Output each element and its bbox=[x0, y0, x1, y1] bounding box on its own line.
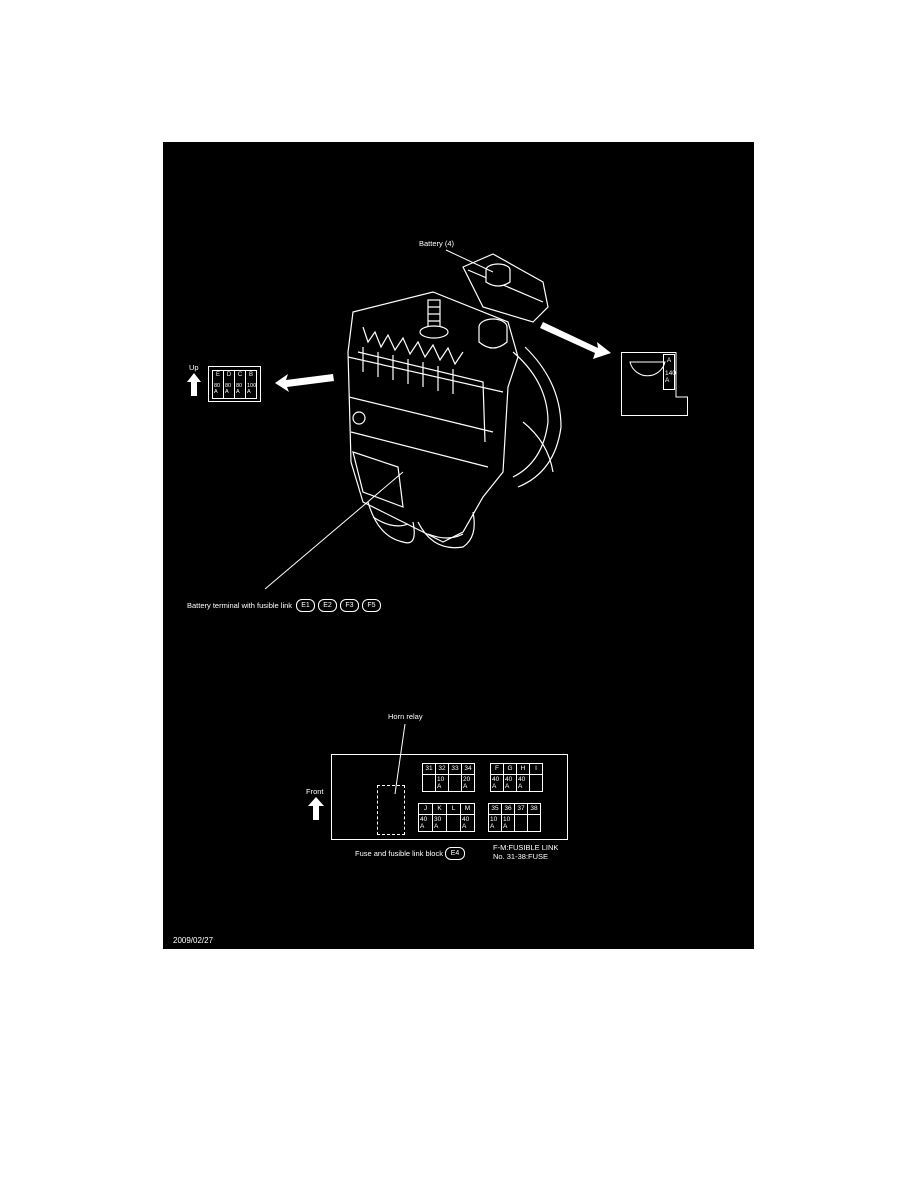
terminal-separator: , bbox=[335, 601, 338, 610]
slot-label: K bbox=[433, 804, 446, 815]
front-arrow-icon bbox=[308, 797, 324, 820]
slot-label: I bbox=[530, 764, 542, 775]
right-link-cell-a: A 140 A bbox=[663, 354, 676, 390]
slot-rating: 20 A bbox=[463, 776, 471, 790]
left-link-header: B bbox=[248, 372, 253, 378]
fuse-slot: 33 bbox=[448, 763, 462, 792]
slot-label: F bbox=[491, 764, 503, 775]
slot-label: 38 bbox=[528, 804, 540, 815]
left-link-header: E bbox=[215, 372, 220, 378]
slot-label: 37 bbox=[515, 804, 527, 815]
slot-label: L bbox=[447, 804, 460, 815]
terminal-connector-f3: F3 bbox=[340, 599, 359, 612]
battery-label: Battery (4) bbox=[419, 239, 455, 248]
slot-rating: 40 A bbox=[505, 776, 513, 790]
slot-rating: 10 A bbox=[490, 816, 498, 830]
slot-rating: 10 A bbox=[437, 776, 445, 790]
slot-rating: 40 A bbox=[420, 816, 428, 830]
terminal-connector-f5: F5 bbox=[362, 599, 381, 612]
slot-label: H bbox=[517, 764, 529, 775]
fusible-link-slot: I bbox=[529, 763, 543, 792]
slot-label: 31 bbox=[423, 764, 435, 775]
fuse-block-label: Fuse and fusible link block bbox=[355, 849, 443, 858]
up-arrow-icon bbox=[187, 373, 201, 396]
fuse-slot: 31 bbox=[422, 763, 436, 792]
right-fusible-link-block: A 140 A bbox=[621, 352, 688, 416]
slot-rating: 10 A bbox=[503, 816, 511, 830]
slot-rating: 40 A bbox=[518, 776, 526, 790]
right-link-rating: 140 A bbox=[665, 370, 676, 384]
slot-label: M bbox=[461, 804, 474, 815]
terminal-connector-e2: E2 bbox=[318, 599, 337, 612]
slot-label: 33 bbox=[449, 764, 461, 775]
diagram-panel: Battery (4) Up E 80 A D 80 A C 80 A B 100 A A 1… bbox=[163, 142, 754, 949]
fuse-note-fuse: No. 31-38:FUSE bbox=[493, 852, 549, 861]
slot-rating: 40 A bbox=[492, 776, 500, 790]
fuse-block-connector: E4 bbox=[445, 847, 465, 860]
battery-illustration bbox=[264, 249, 611, 795]
fusible-link-slot: L bbox=[446, 803, 461, 832]
up-label: Up bbox=[189, 363, 199, 372]
left-link-header: D bbox=[226, 372, 232, 378]
horn-relay-outline bbox=[377, 785, 405, 835]
left-link-cell: B 100 A bbox=[245, 370, 257, 399]
horn-relay-label: Horn relay bbox=[388, 712, 423, 721]
terminal-connector-e1: E1 bbox=[296, 599, 315, 612]
slot-label: 35 bbox=[489, 804, 501, 815]
fuse-slot: 37 bbox=[514, 803, 528, 832]
left-link-rating: 80 A bbox=[225, 383, 232, 395]
slot-rating: 30 A bbox=[434, 816, 442, 830]
left-link-header: C bbox=[237, 372, 243, 378]
right-link-header: A bbox=[666, 357, 672, 364]
slot-label: 36 bbox=[502, 804, 514, 815]
slot-label: 32 bbox=[436, 764, 448, 775]
left-link-rating: 100 A bbox=[247, 383, 257, 395]
slot-label: 34 bbox=[462, 764, 474, 775]
left-link-rating: 80 A bbox=[236, 383, 243, 395]
battery-terminal-label: Battery terminal with fusible link bbox=[187, 601, 293, 610]
left-fusible-link-block: E 80 A D 80 A C 80 A B 100 A bbox=[208, 366, 261, 402]
left-link-rating: 80 A bbox=[214, 383, 221, 395]
slot-rating: 40 A bbox=[462, 816, 470, 830]
front-label: Front bbox=[306, 787, 324, 796]
slot-label: J bbox=[419, 804, 432, 815]
date-stamp: 2009/02/27 bbox=[173, 936, 214, 945]
terminal-separator: , bbox=[357, 601, 360, 610]
fuse-note-fusible-link: F-M:FUSIBLE LINK bbox=[493, 843, 559, 852]
fuse-slot: 38 bbox=[527, 803, 541, 832]
terminal-separator: , bbox=[313, 601, 316, 610]
slot-label: G bbox=[504, 764, 516, 775]
